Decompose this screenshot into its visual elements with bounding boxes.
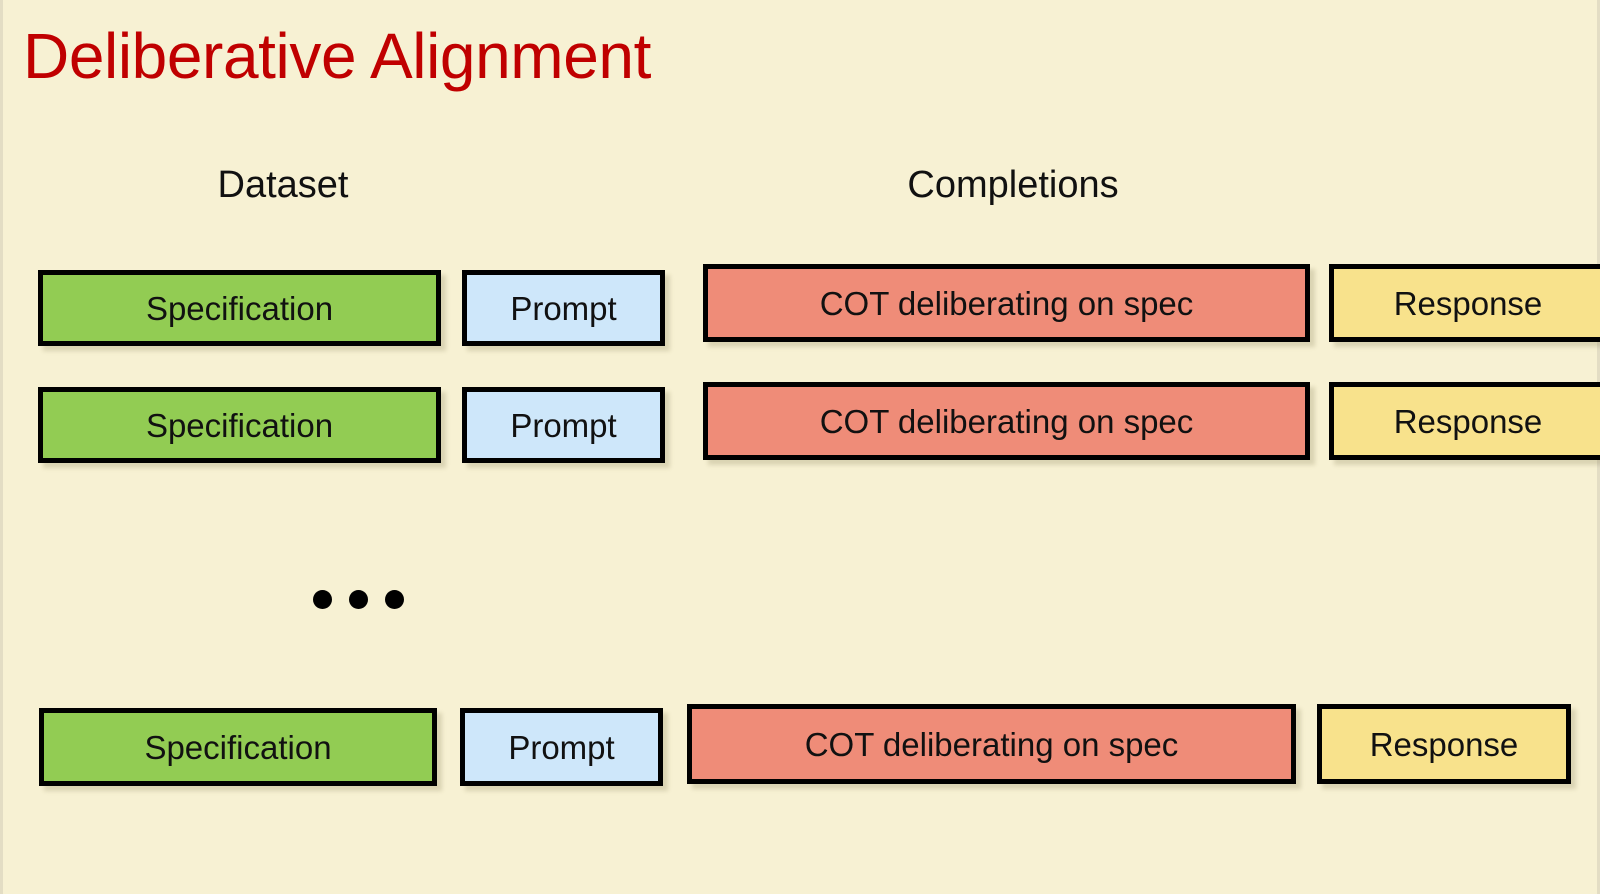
response-box[interactable]: Response — [1317, 704, 1571, 784]
specification-box[interactable]: Specification — [38, 387, 441, 463]
column-header-dataset: Dataset — [217, 164, 349, 206]
prompt-box[interactable]: Prompt — [462, 270, 665, 346]
specification-box[interactable]: Specification — [38, 270, 441, 346]
ellipsis-indicator — [313, 590, 404, 609]
ellipsis-dot — [349, 590, 368, 609]
cot-box[interactable]: COT deliberating on spec — [703, 264, 1310, 342]
cot-box[interactable]: COT deliberating on spec — [687, 704, 1296, 784]
specification-box[interactable]: Specification — [39, 708, 437, 786]
response-box[interactable]: Response — [1329, 382, 1600, 460]
prompt-box[interactable]: Prompt — [460, 708, 663, 786]
cot-box[interactable]: COT deliberating on spec — [703, 382, 1310, 460]
ellipsis-dot — [313, 590, 332, 609]
response-box[interactable]: Response — [1329, 264, 1600, 342]
page-title: Deliberative Alignment — [23, 20, 651, 92]
ellipsis-dot — [385, 590, 404, 609]
column-header-completions: Completions — [907, 164, 1119, 206]
prompt-box[interactable]: Prompt — [462, 387, 665, 463]
